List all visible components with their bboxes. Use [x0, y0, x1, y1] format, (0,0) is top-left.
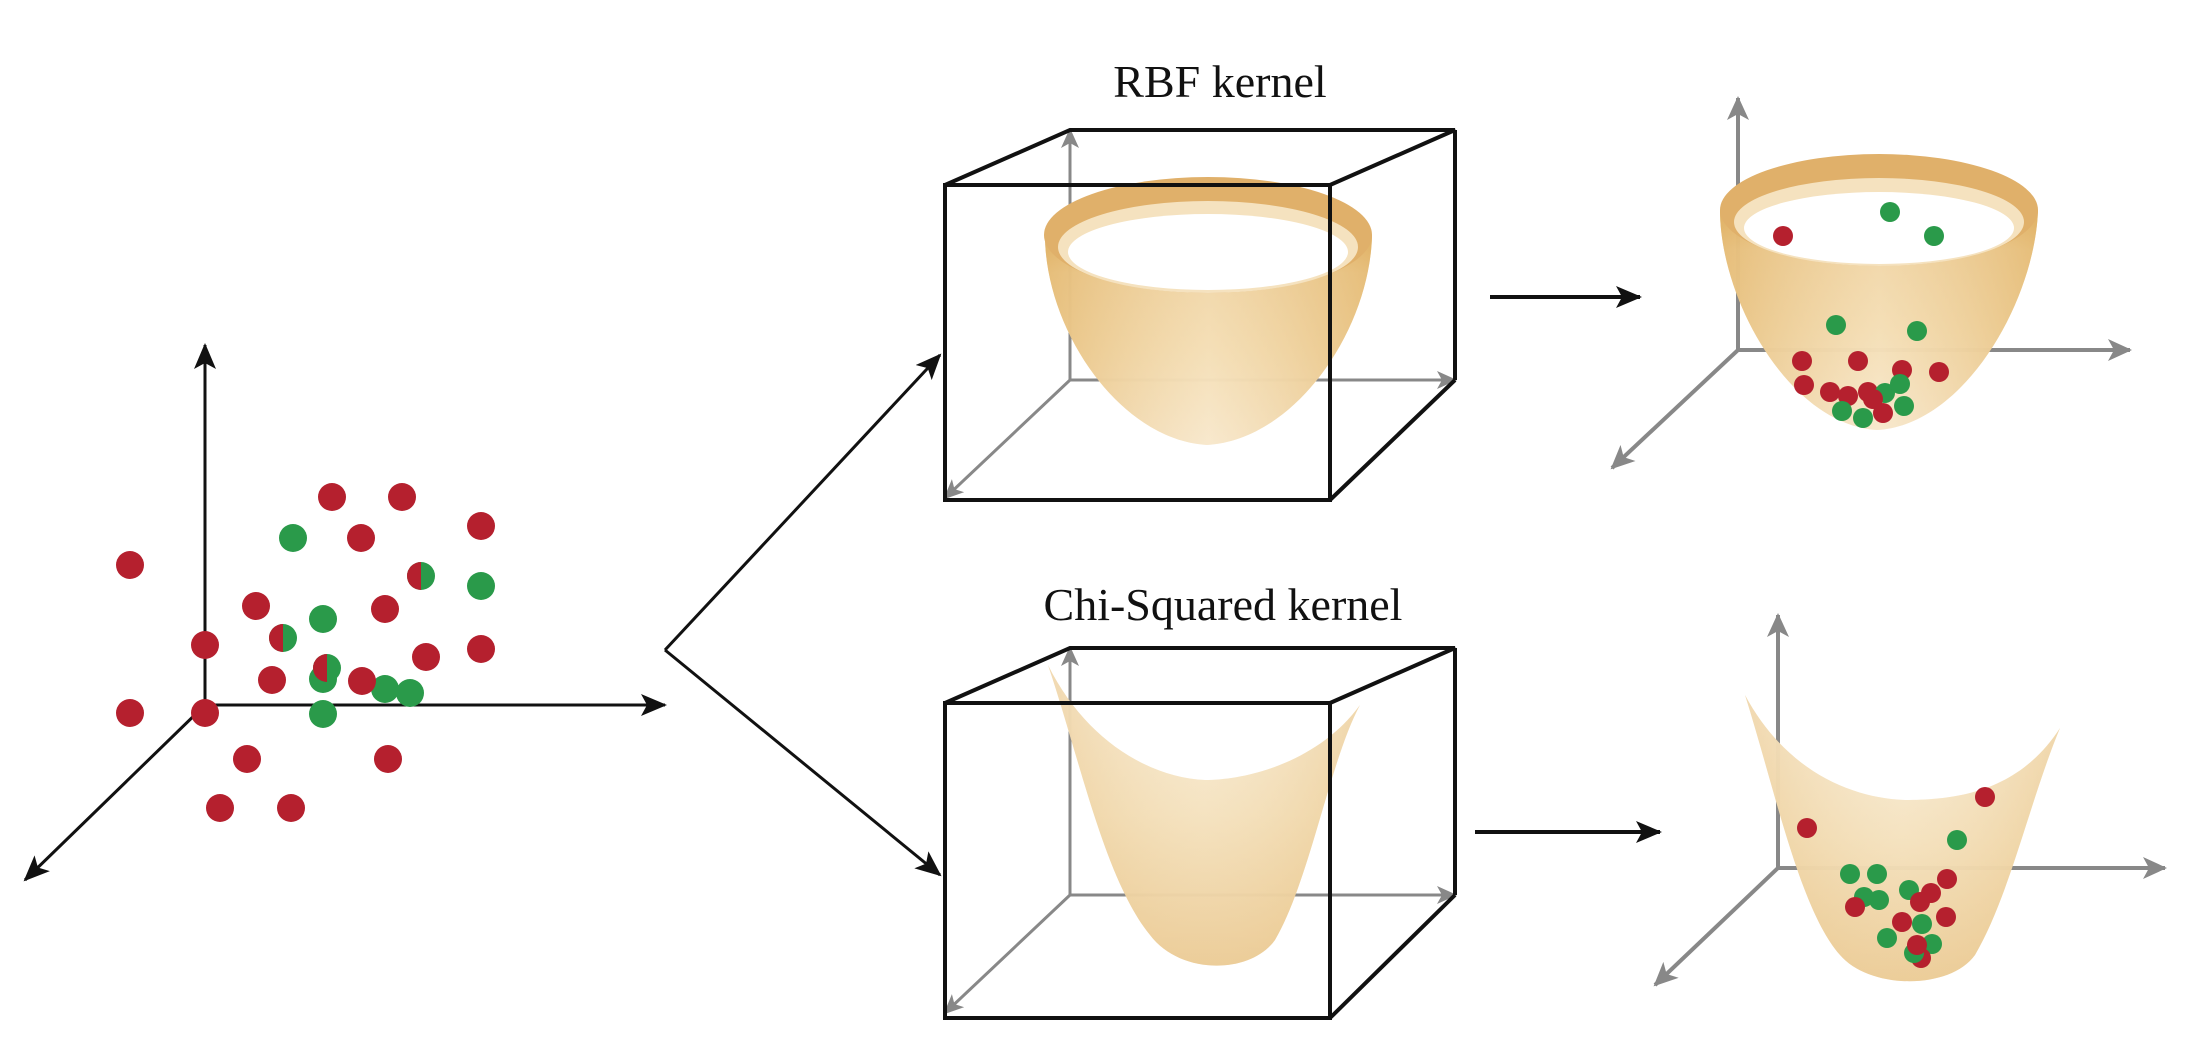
input-point-17 [412, 643, 440, 671]
rbf-result-point-19 [1873, 403, 1893, 423]
chi-result-point-6 [1937, 869, 1957, 889]
input-point-15 [467, 635, 495, 663]
chi-result-point-17 [1922, 934, 1942, 954]
input-space-points [116, 483, 495, 822]
rbf-result-point-17 [1832, 401, 1852, 421]
rbf-bowl-surface [1044, 177, 1372, 445]
rbf-result-point-1 [1773, 226, 1793, 246]
chi-cube [943, 646, 1457, 1020]
input-point-27 [206, 794, 234, 822]
chi-result-point-12 [1910, 892, 1930, 912]
input-point-26 [374, 745, 402, 773]
input-point-18 [371, 675, 399, 703]
input-point-20 [348, 667, 376, 695]
input-point-9 [242, 592, 270, 620]
input-point-10 [309, 605, 337, 633]
chi-result-point-3 [1947, 830, 1967, 850]
input-point-19 [258, 666, 286, 694]
input-point-25 [233, 745, 261, 773]
chi-cube-z-axis [943, 893, 1072, 1015]
chi-result-point-13 [1892, 912, 1912, 932]
input-point-21 [396, 679, 424, 707]
rbf-result-point-16 [1894, 396, 1914, 416]
rbf-kernel-title: RBF kernel [1113, 56, 1326, 107]
input-point-28 [277, 794, 305, 822]
chi-result-point-4 [1840, 864, 1860, 884]
rbf-result-plot [1610, 96, 2132, 470]
rbf-result-point-3 [1924, 226, 1944, 246]
chi-result-point-15 [1877, 928, 1897, 948]
rbf-cube-front-face [943, 183, 1332, 502]
rbf-result-point-2 [1880, 202, 1900, 222]
input-point-7 [407, 562, 435, 590]
input-point-4 [279, 524, 307, 552]
rbf-result-point-20 [1863, 389, 1883, 409]
rbf-result-point-5 [1907, 321, 1927, 341]
rbf-cube [943, 128, 1457, 502]
input-point-24 [309, 700, 337, 728]
input-point-5 [347, 524, 375, 552]
chi-result-plot [1653, 613, 2167, 987]
chi-result-points [1797, 787, 1995, 968]
chi-result-z-axis [1653, 866, 1780, 987]
chi-saddle-surface [1048, 665, 1360, 966]
arrow-to-rbf [663, 353, 942, 652]
input-point-3 [388, 483, 416, 511]
rbf-result-point-15 [1890, 374, 1910, 394]
chi-result-saddle [1745, 695, 2060, 982]
chi-result-point-20 [1907, 935, 1927, 955]
input-point-12 [191, 631, 219, 659]
chi-result-point-14 [1936, 907, 1956, 927]
input-z-axis [23, 703, 207, 882]
rbf-result-point-6 [1792, 351, 1812, 371]
chi-result-point-1 [1797, 818, 1817, 838]
rbf-result-points [1773, 202, 1949, 428]
input-point-8 [467, 572, 495, 600]
rbf-result-point-8 [1929, 362, 1949, 382]
rbf-result-point-11 [1820, 382, 1840, 402]
input-point-22 [116, 699, 144, 727]
input-point-16 [313, 654, 341, 682]
rbf-result-point-10 [1794, 375, 1814, 395]
chi-result-point-8 [1869, 890, 1889, 910]
input-point-2 [318, 483, 346, 511]
rbf-result-bowl [1720, 154, 2038, 430]
input-space-axes [23, 343, 667, 882]
input-point-13 [269, 624, 297, 652]
chi-result-point-16 [1912, 914, 1932, 934]
mapping-arrows [663, 353, 942, 877]
chi-cube-front-face [943, 701, 1332, 1020]
chi-result-point-10 [1845, 897, 1865, 917]
rbf-result-point-18 [1853, 408, 1873, 428]
rbf-result-point-4 [1826, 315, 1846, 335]
input-point-23 [191, 699, 219, 727]
chi-squared-kernel-title: Chi-Squared kernel [1044, 579, 1403, 630]
arrow-to-chi [664, 648, 942, 877]
rbf-result-point-12 [1838, 386, 1858, 406]
chi-result-point-2 [1975, 787, 1995, 807]
input-point-11 [371, 595, 399, 623]
rbf-result-z-axis [1610, 348, 1740, 470]
rbf-cube-z-axis [943, 378, 1072, 500]
input-point-6 [467, 512, 495, 540]
rbf-result-point-7 [1848, 351, 1868, 371]
chi-result-point-5 [1867, 864, 1887, 884]
input-point-1 [116, 551, 144, 579]
